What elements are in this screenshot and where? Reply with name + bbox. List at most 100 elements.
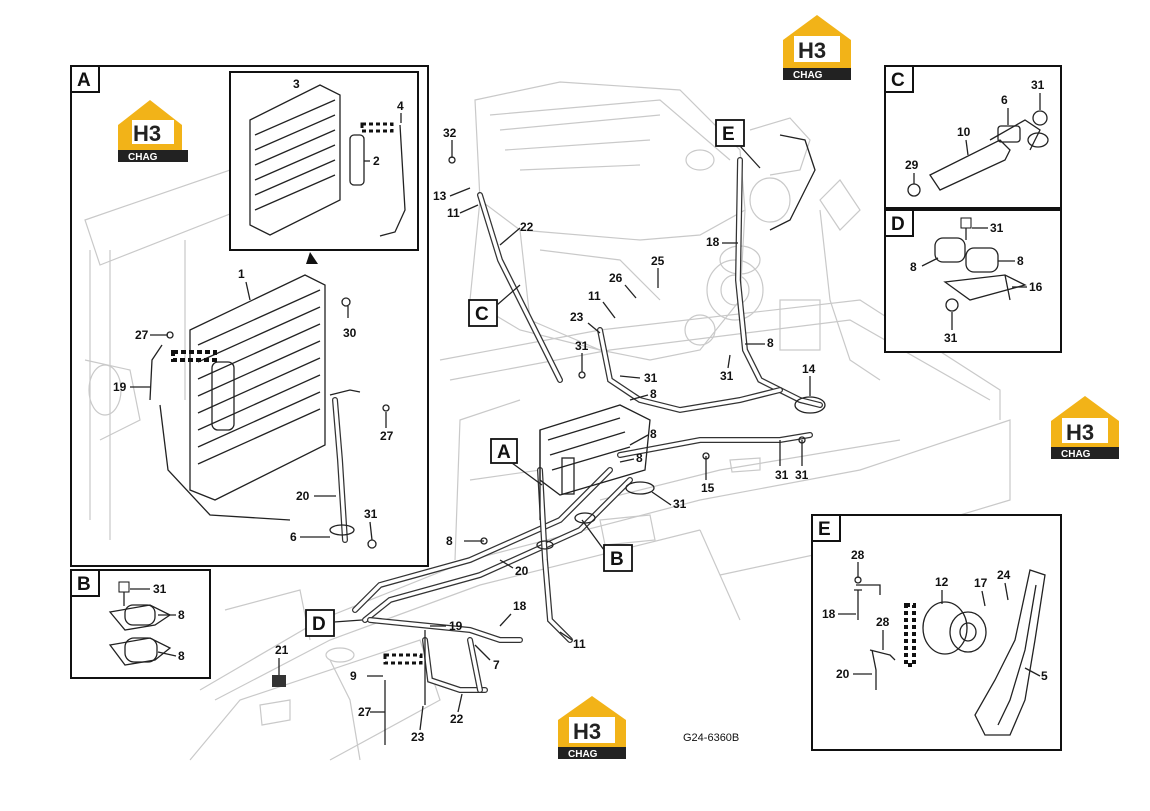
main-part-labels: 32 13 11 22 26 25 11 23 31 18 8 31 31 8 … (275, 126, 816, 744)
svg-text:31: 31 (720, 369, 734, 383)
svg-text:15: 15 (701, 481, 715, 495)
svg-text:25: 25 (651, 254, 665, 268)
drawing-code: G24-6360B (683, 732, 739, 744)
panel-E: E 28 12 17 24 18 28 20 5 (811, 514, 1062, 751)
main-fasteners (272, 156, 806, 687)
svg-text:8: 8 (650, 387, 657, 401)
svg-text:31: 31 (644, 371, 658, 385)
svg-text:24: 24 (997, 568, 1011, 582)
svg-text:19: 19 (449, 619, 463, 633)
brand-logo-top: H3 CHAG (783, 15, 851, 81)
svg-text:22: 22 (520, 220, 534, 234)
svg-text:10: 10 (957, 125, 971, 139)
svg-text:8: 8 (767, 336, 774, 350)
svg-text:23: 23 (570, 310, 584, 324)
svg-text:8: 8 (178, 608, 185, 622)
svg-text:31: 31 (1031, 78, 1045, 92)
svg-text:17: 17 (974, 576, 988, 590)
svg-text:13: 13 (433, 189, 447, 203)
svg-text:27: 27 (358, 705, 372, 719)
svg-text:3: 3 (293, 77, 300, 91)
svg-text:B: B (77, 574, 91, 595)
main-condenser (539, 404, 651, 520)
svg-text:A: A (77, 70, 91, 91)
svg-text:H3: H3 (133, 121, 161, 146)
panel-C: C 31 6 10 29 (884, 65, 1062, 209)
svg-text:14: 14 (802, 362, 816, 376)
svg-text:26: 26 (609, 271, 623, 285)
svg-text:8: 8 (910, 260, 917, 274)
svg-text:4: 4 (397, 99, 404, 113)
svg-text:H3: H3 (798, 38, 826, 63)
svg-text:31: 31 (153, 582, 167, 596)
svg-text:5: 5 (1041, 669, 1048, 683)
svg-text:2: 2 (373, 154, 380, 168)
svg-text:9: 9 (350, 669, 357, 683)
svg-text:E: E (818, 519, 831, 540)
panel-D: D 31 8 8 16 31 (884, 209, 1062, 353)
svg-text:32: 32 (443, 126, 457, 140)
svg-text:H3: H3 (1066, 420, 1094, 445)
svg-text:CHAG: CHAG (128, 152, 158, 163)
svg-text:6: 6 (1001, 93, 1008, 107)
svg-text:27: 27 (135, 328, 149, 342)
svg-text:8: 8 (1017, 254, 1024, 268)
svg-text:11: 11 (447, 206, 460, 220)
svg-text:6: 6 (290, 530, 297, 544)
svg-text:28: 28 (851, 548, 865, 562)
svg-text:C: C (475, 304, 489, 325)
svg-text:12: 12 (935, 575, 949, 589)
svg-text:8: 8 (636, 451, 643, 465)
svg-text:CHAG: CHAG (793, 70, 823, 81)
callout-A: A (490, 438, 543, 486)
svg-text:19: 19 (113, 380, 127, 394)
svg-text:31: 31 (990, 221, 1004, 235)
svg-text:H3: H3 (573, 719, 601, 744)
svg-text:20: 20 (296, 489, 310, 503)
callout-C: C (468, 284, 521, 327)
callout-E: E (715, 119, 761, 169)
brand-logo-right: H3 CHAG (1051, 396, 1119, 460)
svg-text:7: 7 (493, 658, 500, 672)
svg-text:CHAG: CHAG (1061, 449, 1091, 460)
svg-text:D: D (312, 614, 326, 635)
svg-text:22: 22 (450, 712, 464, 726)
callout-B: B (581, 519, 633, 572)
svg-text:18: 18 (822, 607, 836, 621)
panel-B: B 31 8 8 (70, 569, 211, 679)
svg-text:31: 31 (364, 507, 378, 521)
svg-text:8: 8 (446, 534, 453, 548)
svg-text:31: 31 (673, 497, 687, 511)
svg-text:1: 1 (238, 267, 245, 281)
svg-text:20: 20 (836, 667, 850, 681)
svg-text:18: 18 (513, 599, 527, 613)
svg-text:23: 23 (411, 730, 425, 744)
svg-text:31: 31 (944, 331, 958, 345)
svg-text:30: 30 (343, 326, 357, 340)
callout-D: D (305, 609, 363, 637)
svg-text:8: 8 (650, 427, 657, 441)
svg-text:B: B (610, 549, 624, 570)
svg-text:31: 31 (775, 468, 789, 482)
panel-A: A 3 4 2 (70, 65, 429, 567)
svg-text:28: 28 (876, 615, 890, 629)
brand-logo-panel-a: H3 CHAG (118, 100, 188, 163)
hose-routing (352, 157, 823, 745)
svg-text:11: 11 (588, 289, 601, 303)
svg-text:11: 11 (573, 637, 586, 651)
svg-text:18: 18 (706, 235, 720, 249)
svg-text:31: 31 (575, 339, 589, 353)
svg-text:29: 29 (905, 158, 919, 172)
svg-text:CHAG: CHAG (568, 749, 598, 760)
svg-text:16: 16 (1029, 280, 1043, 294)
svg-text:21: 21 (275, 643, 289, 657)
svg-text:D: D (891, 214, 905, 235)
svg-text:C: C (891, 70, 905, 91)
svg-text:8: 8 (178, 649, 185, 663)
svg-text:31: 31 (795, 468, 809, 482)
svg-text:E: E (722, 124, 735, 145)
brand-logo-bottom: H3 CHAG (558, 696, 626, 760)
svg-text:A: A (497, 442, 511, 463)
svg-text:27: 27 (380, 429, 394, 443)
